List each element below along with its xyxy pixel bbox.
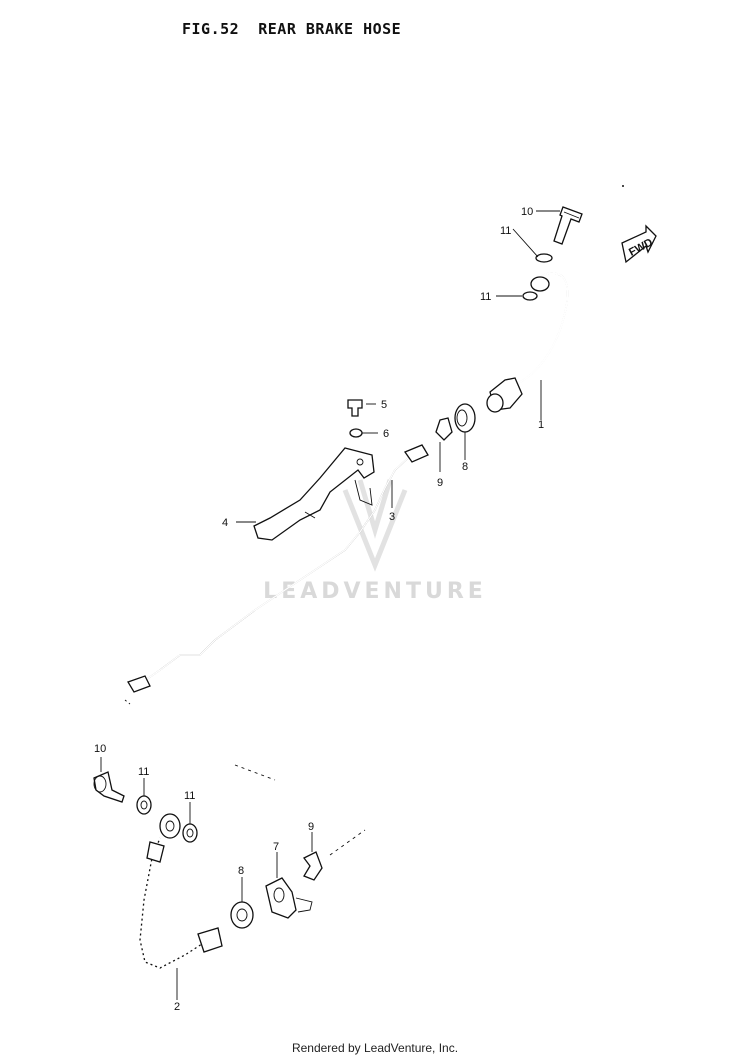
callout-2: 2: [174, 1001, 180, 1013]
fwd-label: FWD: [627, 236, 655, 258]
part-washer-upper-a: [535, 253, 553, 263]
callout-9-upper: 9: [437, 477, 443, 489]
part-brake-hose-upper: [486, 272, 569, 413]
part-grommet-upper: [454, 403, 476, 433]
part-brake-pipe-3: [127, 444, 429, 693]
callout-6: 6: [383, 428, 389, 440]
part-union-bolt-lower: [93, 771, 125, 803]
fwd-arrow-icon: FWD: [621, 224, 657, 264]
callout-9-lower: 9: [308, 821, 314, 833]
watermark-text: LEADVENTURE: [263, 579, 487, 604]
part-bracket-4: [253, 447, 375, 541]
callout-11-upper-b: 11: [480, 291, 491, 303]
callout-7: 7: [273, 841, 279, 853]
part-washer-upper-b: [522, 291, 538, 301]
callout-1: 1: [538, 419, 544, 431]
part-washer-lower-b: [182, 823, 198, 843]
part-washer-lower-a: [136, 795, 152, 815]
callout-8-lower: 8: [238, 865, 244, 877]
callout-4: 4: [222, 517, 228, 529]
part-union-bolt-upper: [553, 206, 583, 245]
callout-10-lower: 10: [94, 743, 106, 755]
part-brake-hose-lower: [138, 813, 223, 970]
part-clip-lower: [303, 851, 323, 881]
callout-11-upper-a: 11: [500, 225, 511, 237]
callout-10-upper: 10: [521, 206, 533, 218]
part-grommet-lower: [230, 901, 254, 929]
callout-5: 5: [381, 399, 387, 411]
callout-3: 3: [389, 511, 395, 523]
callout-11-lower-b: 11: [184, 790, 195, 802]
footer-credit: Rendered by LeadVenture, Inc.: [291, 1041, 459, 1055]
figure-title: FIG.52 REAR BRAKE HOSE: [182, 20, 402, 38]
part-clip-upper: [435, 417, 453, 441]
watermark: LEADVENTURE: [263, 479, 487, 604]
part-bracket-7: [265, 877, 313, 919]
callout-11-lower-a: 11: [138, 766, 149, 778]
part-nut-6: [349, 428, 363, 438]
part-bolt-5: [347, 399, 363, 417]
callout-8-upper: 8: [462, 461, 468, 473]
